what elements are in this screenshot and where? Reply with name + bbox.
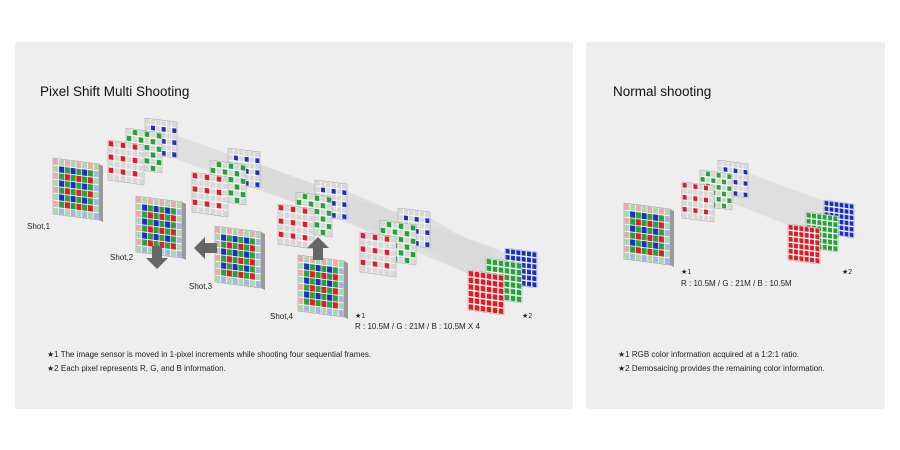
normal-footnote-mark-1: ★1 <box>681 269 692 276</box>
color-ratio-label: R : 10.5M / G : 21M / B : 10.5M X 4 <box>355 322 480 331</box>
output-red-layer <box>467 269 505 316</box>
normal-footnote-mark-2: ★2 <box>842 269 853 276</box>
normal-note-1-mark: ★1 <box>618 350 630 359</box>
shot-1-label: Shot,1 <box>27 222 51 231</box>
shot-4-label: Shot,4 <box>270 312 294 321</box>
normal-color-ratio-label: R : 10.5M / G : 21M / B : 10.5M <box>681 279 792 288</box>
shift-down-arrow-icon <box>146 246 168 269</box>
normal-sensor <box>623 202 674 267</box>
footnote-mark-2: ★2 <box>522 313 533 320</box>
normal-output-red-layer <box>787 223 821 265</box>
note-2: ★2 Each pixel represents R, G, and B inf… <box>47 364 226 373</box>
shot3-red-layer <box>277 203 315 250</box>
normal-note-2: ★2 Demosaicing provides the remaining co… <box>618 364 825 373</box>
shot1-red-layer <box>107 139 145 186</box>
normal-red-layer <box>681 181 715 223</box>
note-2-text: Each pixel represents R, G, and B inform… <box>60 364 226 373</box>
shot2-sensor <box>135 195 186 260</box>
note-1-mark: ★1 <box>47 350 59 359</box>
shot1-sensor <box>52 157 103 222</box>
footnote-mark-1: ★1 <box>355 313 366 320</box>
normal-note-2-text: Demosaicing provides the remaining color… <box>631 364 825 373</box>
shot-2-label: Shot,2 <box>110 253 134 262</box>
normal-shooting-title: Normal shooting <box>613 84 712 99</box>
shot-3-label: Shot,3 <box>189 282 213 291</box>
normal-note-1: ★1 RGB color information acquired at a 1… <box>618 350 799 359</box>
normal-note-2-mark: ★2 <box>618 364 630 373</box>
note-2-mark: ★2 <box>47 364 59 373</box>
shot2-red-layer <box>191 171 229 218</box>
shot4-sensor <box>297 254 348 319</box>
shot4-red-layer <box>359 231 397 278</box>
normal-note-1-text: RGB color information acquired at a 1:2:… <box>631 350 800 359</box>
note-1-text: The image sensor is moved in 1-pixel inc… <box>60 350 372 359</box>
note-1: ★1 The image sensor is moved in 1-pixel … <box>47 350 371 359</box>
pixel-shift-title: Pixel Shift Multi Shooting <box>40 84 190 99</box>
shot3-sensor <box>214 225 265 290</box>
shift-up-arrow-icon <box>307 237 329 260</box>
shift-left-arrow-icon <box>194 237 217 259</box>
